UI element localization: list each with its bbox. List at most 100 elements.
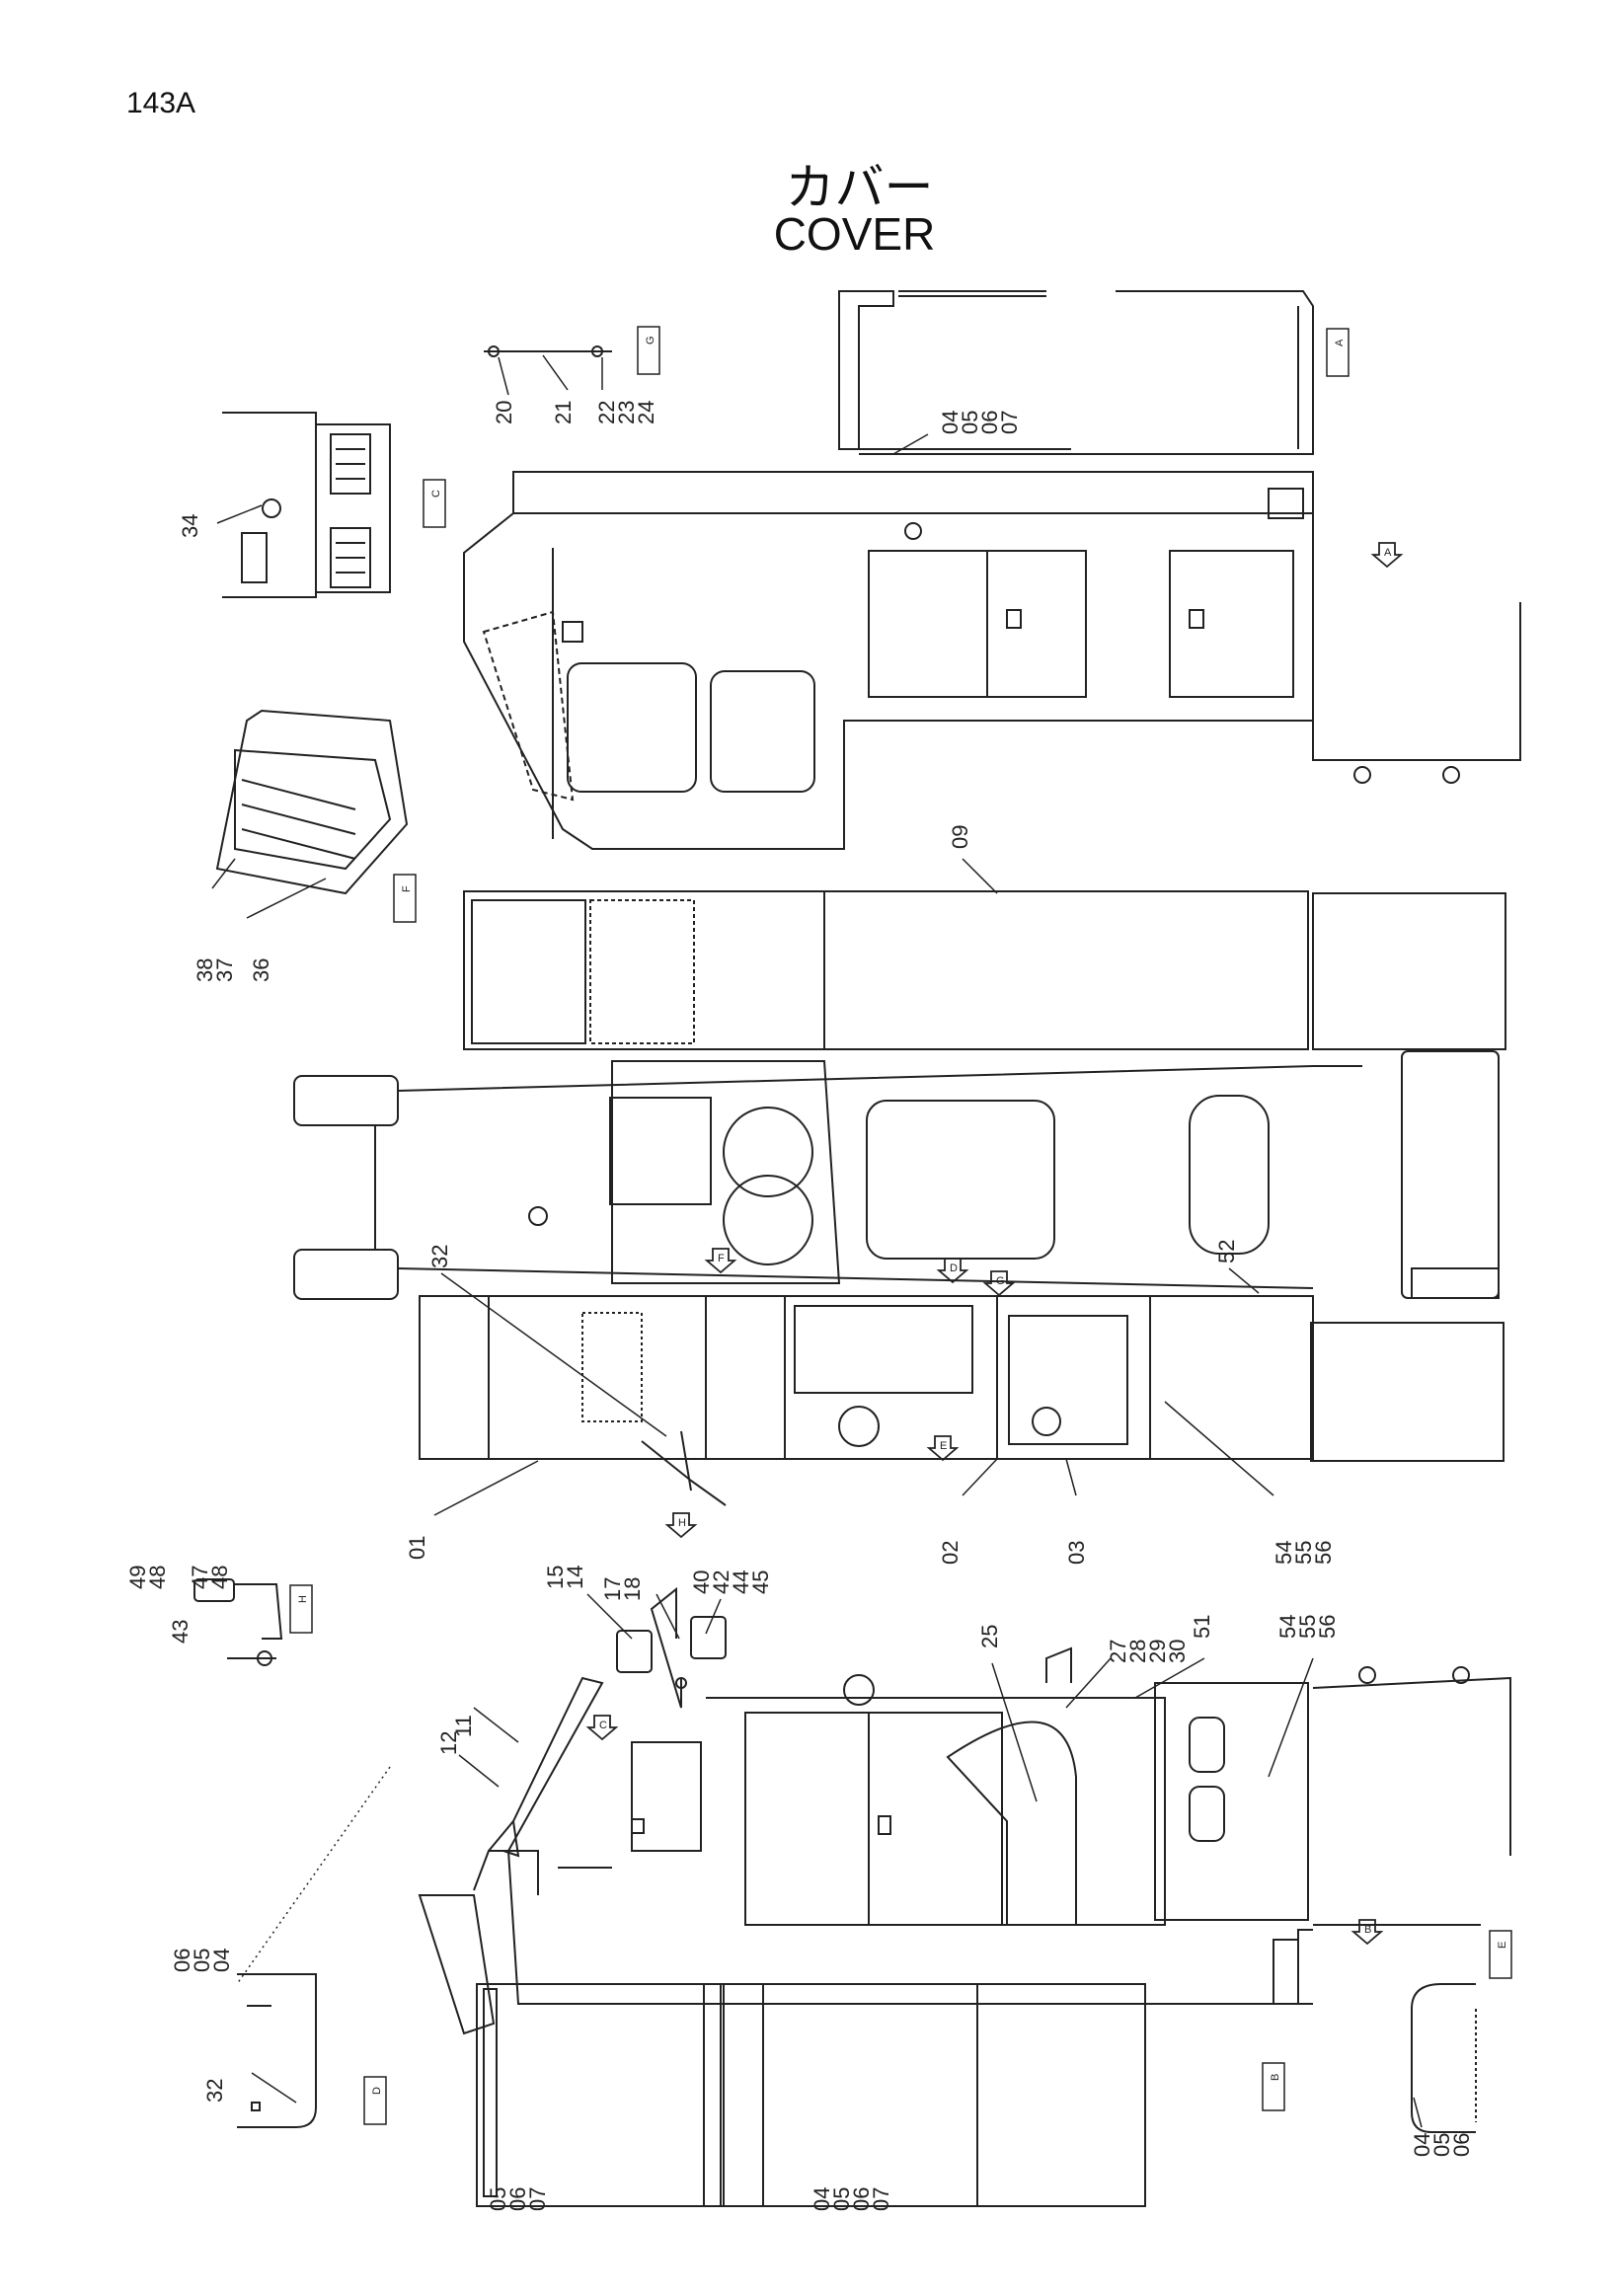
leader-lines <box>211 354 1423 2128</box>
callout: 32 <box>427 1245 452 1268</box>
callout: 04 <box>810 2187 834 2211</box>
svg-text:A: A <box>1384 547 1392 559</box>
callout: 27 <box>1106 1640 1130 1663</box>
fitting-43-49 <box>193 1578 283 1666</box>
callout: 38 <box>193 958 217 982</box>
callout: 05 <box>486 2187 510 2211</box>
view-ref-f: F <box>393 874 417 923</box>
svg-text:C: C <box>430 490 442 497</box>
radiator-grille <box>215 709 409 895</box>
svg-text:F: F <box>401 885 413 892</box>
rod-assembly-20-24 <box>484 345 612 357</box>
view-ref-c: C <box>423 479 446 528</box>
callout: 24 <box>634 401 658 424</box>
callout: 25 <box>977 1625 1002 1648</box>
svg-text:B: B <box>1364 1924 1371 1936</box>
callout: 06 <box>1449 2133 1474 2157</box>
lower-housing <box>419 1267 1504 1506</box>
callout: 11 <box>451 1715 476 1737</box>
callout: 07 <box>869 2187 893 2211</box>
svg-text:E: E <box>1497 1942 1508 1949</box>
callout: 05 <box>190 1949 214 1972</box>
callout: 18 <box>620 1577 645 1601</box>
svg-text:D: D <box>371 2087 383 2095</box>
side-panel-09 <box>463 890 1506 1050</box>
view-ref-g: G <box>637 326 660 375</box>
svg-text:A: A <box>1334 339 1346 346</box>
callout: 15 <box>543 1566 568 1589</box>
svg-text:C: C <box>599 1720 607 1731</box>
arrow-mark-b: B <box>1350 1919 1384 1946</box>
svg-text:G: G <box>996 1275 1005 1287</box>
view-ref-h: H <box>289 1584 313 1634</box>
callout: 29 <box>1145 1640 1170 1663</box>
callout: 22 <box>594 401 619 424</box>
callout: 42 <box>709 1570 733 1594</box>
callout: 43 <box>168 1620 193 1644</box>
callout: 09 <box>948 825 972 849</box>
main-side-view <box>418 1646 1511 2035</box>
view-ref-d: D <box>363 2076 387 2125</box>
svg-text:B: B <box>1270 2074 1281 2081</box>
callout: 05 <box>829 2187 854 2211</box>
callout: 06 <box>505 2187 530 2211</box>
callout: 52 <box>1214 1240 1239 1263</box>
callout: 37 <box>212 958 237 982</box>
callout: 56 <box>1311 1541 1336 1565</box>
callout: 56 <box>1315 1615 1340 1639</box>
callout: 48 <box>207 1566 232 1589</box>
callout: 02 <box>938 1541 963 1565</box>
title-english: COVER <box>773 208 936 260</box>
callout: 55 <box>1295 1615 1320 1639</box>
callout: 54 <box>1275 1615 1300 1639</box>
svg-text:G: G <box>645 336 656 344</box>
callout: 04 <box>938 411 963 434</box>
arrow-mark-e: E <box>926 1435 960 1462</box>
louver-panel <box>222 412 391 598</box>
callout: 04 <box>1410 2133 1434 2157</box>
page-number: 143A <box>126 87 196 119</box>
callout: 03 <box>1064 1541 1089 1565</box>
callout: 06 <box>977 411 1002 434</box>
svg-text:H: H <box>678 1517 686 1529</box>
callout: 54 <box>1272 1541 1296 1565</box>
frame-top-right <box>838 290 1314 455</box>
arrow-mark-g: G <box>982 1270 1016 1297</box>
view-reference-boxes: A B C D E F G H <box>289 326 1512 2125</box>
callout: 48 <box>145 1566 170 1589</box>
arrow-mark-h: H <box>664 1512 698 1539</box>
callout: 17 <box>600 1577 625 1601</box>
callout: 06 <box>170 1949 194 1972</box>
svg-text:D: D <box>950 1263 958 1274</box>
callout: 30 <box>1165 1640 1190 1663</box>
bottom-panel-b <box>476 1983 1313 2207</box>
callout: 05 <box>958 411 982 434</box>
cab-housing <box>463 471 1521 850</box>
callout: 06 <box>849 2187 874 2211</box>
view-ref-e: E <box>1489 1930 1512 1979</box>
callout: 07 <box>997 411 1022 434</box>
view-ref-a: A <box>1326 328 1350 377</box>
callout: 44 <box>729 1570 753 1594</box>
callout: 23 <box>614 401 639 424</box>
view-ref-b: B <box>1262 2062 1285 2111</box>
svg-text:F: F <box>718 1253 725 1264</box>
bottom-panel-d <box>237 1973 317 2128</box>
view-arrow-marks: A B C D E F G H <box>585 542 1404 1946</box>
callout: 20 <box>492 401 516 424</box>
callout: 40 <box>689 1570 714 1594</box>
callout: 55 <box>1291 1541 1316 1565</box>
callout: 47 <box>188 1566 212 1589</box>
mirror-assembly <box>616 1586 727 1709</box>
arrow-mark-a: A <box>1370 542 1404 569</box>
callout-numbers: 20 21 22 23 24 04 05 06 07 34 38 37 36 0… <box>125 401 1474 2211</box>
bottom-panel-e <box>1411 1983 1477 2133</box>
callout: 12 <box>436 1731 461 1755</box>
chassis-frame <box>293 1050 1500 1300</box>
callout: 36 <box>249 958 273 982</box>
callout: 01 <box>405 1536 429 1560</box>
callout: 04 <box>209 1949 234 1972</box>
callout: 28 <box>1125 1640 1150 1663</box>
